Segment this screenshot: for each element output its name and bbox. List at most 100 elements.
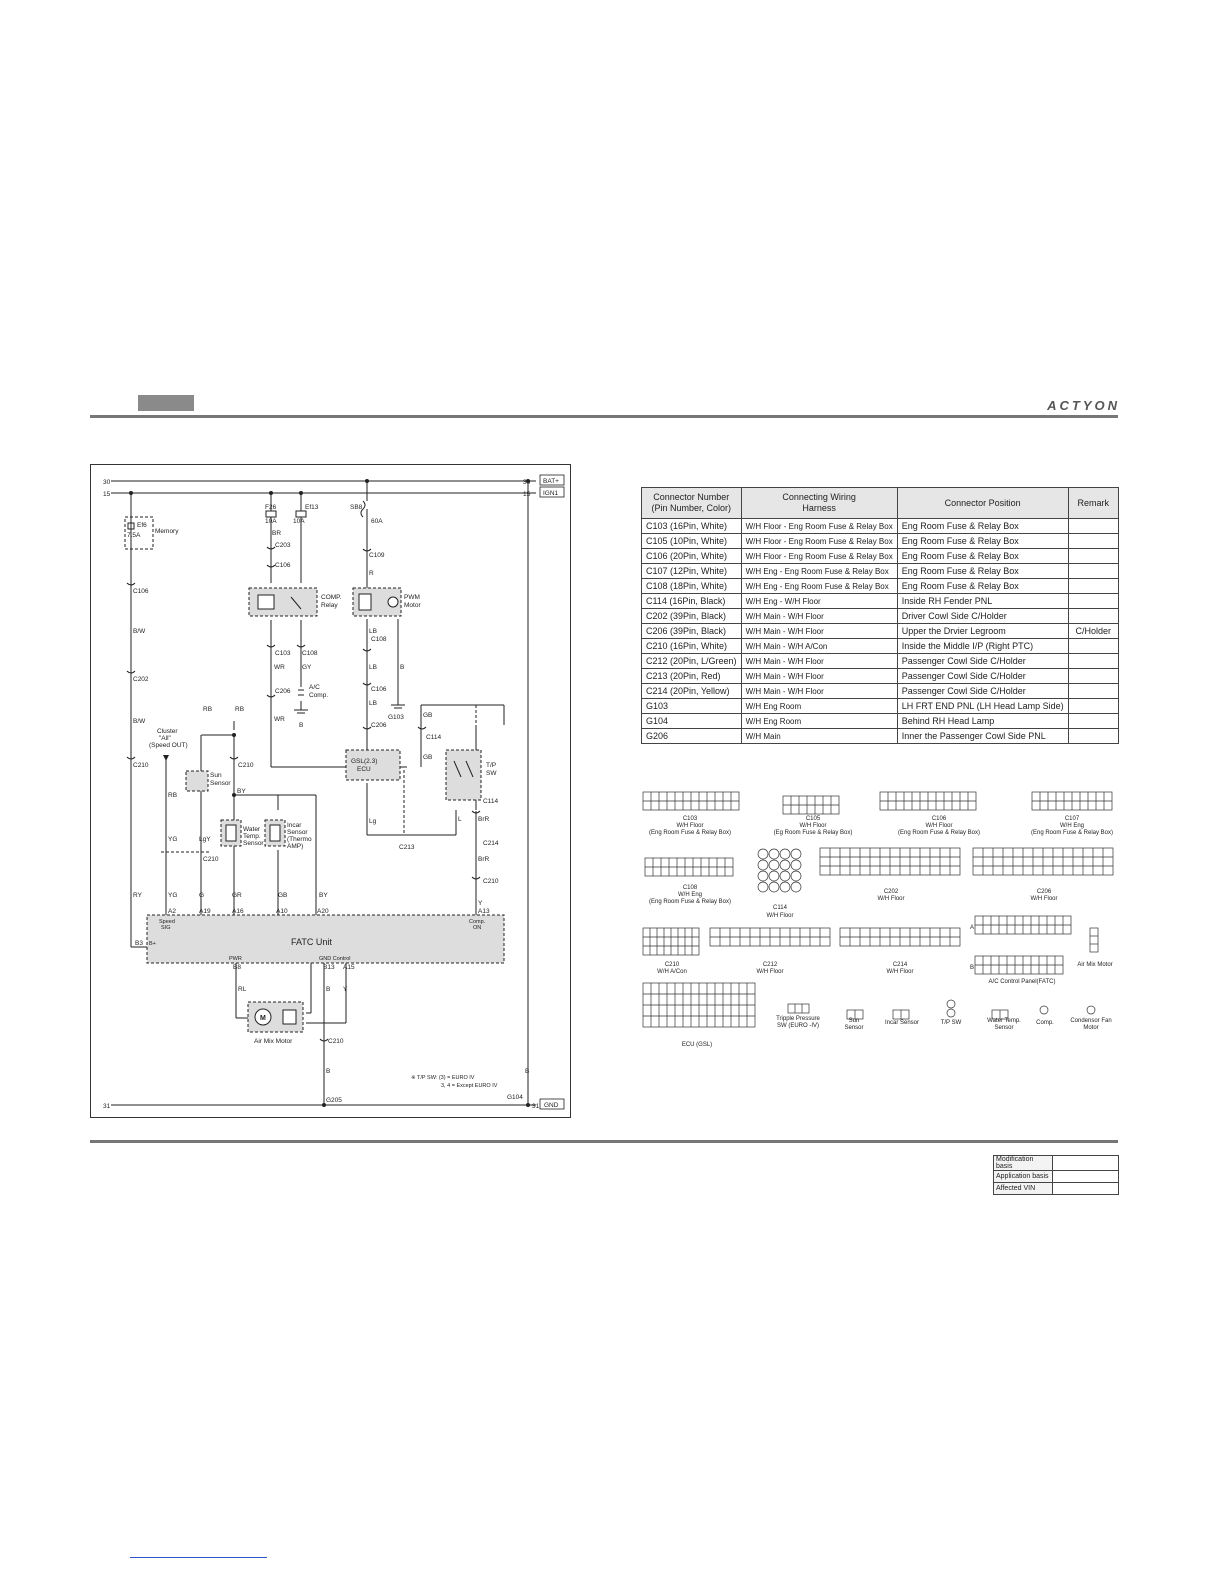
section-tab [138,395,194,411]
speed-sig-label: Speed [159,919,175,925]
view-c108-position: (Eng Room Fuse & Relay Box) [649,899,731,905]
conn-c114: C114 [426,734,441,741]
table-cell: W/H Main - W/H Floor [740,623,898,639]
table-cell: Eng Room Fuse & Relay Box [896,548,1069,564]
wire-b-3: B [326,986,330,993]
table-cell [1067,533,1120,549]
view-c214-harness: W/H Floor [887,969,914,975]
table-cell: C103 (16Pin, White) [641,518,742,534]
table-header: Remark [1067,487,1120,519]
pin-a16: A16 [232,908,244,915]
table-cell: W/H Floor - Eng Room Fuse & Relay Box [740,548,898,564]
view-incar-name: Incar Sensor [885,1020,919,1026]
table-row: C108 (18Pin, White)W/H Eng - Eng Room Fu… [641,578,1120,594]
rev-label: Affected VIN [993,1182,1053,1195]
brand-logo: ACTYON [1047,398,1120,413]
view-sun-name: Sun [849,1018,860,1024]
table-row: C107 (12Pin, White)W/H Eng - Eng Room Fu… [641,563,1120,579]
view-c206-harness: W/H Floor [1031,896,1058,902]
cluster-label-3: (Speed OUT) [149,742,188,749]
cluster-arrow-icon [163,755,169,761]
view-sun-name-2: Sensor [844,1025,863,1031]
view-c212-harness: W/H Floor [757,969,784,975]
table-cell: Eng Room Fuse & Relay Box [896,563,1069,579]
table-cell: W/H Floor - Eng Room Fuse & Relay Box [740,533,898,549]
conn-c214: C214 [483,840,499,847]
table-cell: Eng Room Fuse & Relay Box [896,533,1069,549]
view-condfan-name: Condensor Fan [1070,1018,1111,1024]
wire-wr: WR [274,664,285,671]
wire-lb-3: LB [369,700,377,707]
bottom-link-underline [130,1557,267,1558]
fatc-unit-box [146,914,505,964]
connector-pin [779,848,791,860]
wire-br-cluster: RB [168,792,177,799]
view-c210-name: C210 [665,962,680,968]
table-row: C212 (20Pin, L/Green)W/H Main - W/H Floo… [641,653,1120,669]
connector-pin [768,848,780,860]
wire-b-5: B [525,1068,529,1075]
wire-by: BY [237,788,246,795]
conn-c210-3: C210 [483,878,499,885]
connector-pin [779,870,791,882]
conn-c108: C108 [302,650,318,657]
view-c103-name: C103 [683,816,698,822]
table-cell: Passenger Cowl Side C/Holder [896,668,1069,684]
wire-yg-2: YG [168,892,177,899]
wire-lb-2: LB [369,664,377,671]
note-tp-sw-2: 3, 4 = Except EURO IV [441,1083,498,1089]
table-cell: C105 (10Pin, White) [641,533,742,549]
pwr-label: PWR [229,956,242,962]
view-c202-name: C202 [884,889,899,895]
connector-table: Connector Number(Pin Number, Color) Conn… [641,487,1120,744]
water-temp-label-3: Sensor [243,840,264,847]
table-cell: G104 [641,713,742,729]
conn-c203: C203 [275,542,291,549]
view-c114-name: C114 [773,905,788,911]
gnd-rail-number: 31 [103,1103,111,1110]
rev-value [1052,1170,1119,1183]
wire-wr-2: WR [274,716,285,723]
ac-comp-label: A/C [309,684,320,691]
ign-rail-number: 15 [103,491,111,498]
wire-gb: GB [278,892,287,899]
wire-br: BR [272,530,281,537]
sun-sensor-box [185,770,209,792]
pin-a20: A20 [317,908,329,915]
view-tpsw-name: T/P SW [941,1020,962,1026]
ign-rail-number-right: 15 [523,491,531,498]
table-cell [1067,548,1120,564]
connector-pin [768,881,780,893]
view-c105-position: (Eg Room Fuse & Relay Box) [774,830,853,836]
speed-sig-label-2: SIG [161,925,170,931]
table-cell: W/H Eng - W/H Floor [740,593,898,609]
table-cell: W/H Floor - Eng Room Fuse & Relay Box [740,518,898,534]
wire-lgy: LgY [199,836,211,843]
table-cell: C107 (12Pin, White) [641,563,742,579]
table-cell: C206 (39Pin, Black) [641,623,742,639]
tp-sw-label-2: SW [486,770,497,777]
view-airmix-name: Air Mix Motor [1077,962,1112,968]
fuse-ef6: Ef6 [137,522,147,529]
table-cell: C210 (16Pin, White) [641,638,742,654]
connector-pin [946,1008,956,1018]
view-c103-harness: W/H Floor [677,823,704,829]
wire-b: B [400,664,404,671]
table-cell [1067,563,1120,579]
table-cell: W/H Eng Room [740,713,898,729]
connector-pin [790,881,802,893]
revision-box: Modification basis Application basis Aff… [993,1155,1119,1195]
wire-g: G [199,892,204,899]
table-cell: W/H Eng Room [740,698,898,714]
pin-a10: A10 [276,908,288,915]
view-c212-name: C212 [763,962,778,968]
table-cell: Eng Room Fuse & Relay Box [896,518,1069,534]
table-cell [1067,698,1120,714]
table-row: C105 (10Pin, White)W/H Floor - Eng Room … [641,533,1120,549]
connector-pin [1039,1005,1049,1015]
view-c210-harness: W/H A/Con [657,969,687,975]
incar-label-2: Sensor [287,829,308,836]
